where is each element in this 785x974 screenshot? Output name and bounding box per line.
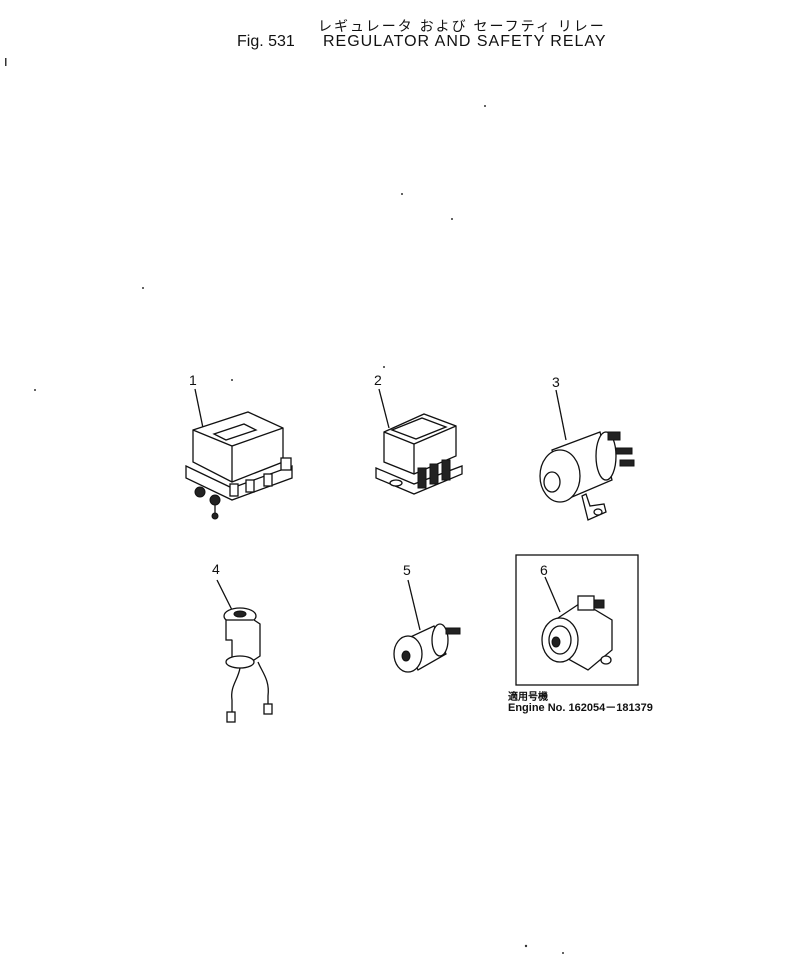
callout-4: 4 (212, 561, 220, 577)
part-3-safety-relay (539, 389, 635, 521)
part-5-small-relay (393, 579, 461, 673)
applicability-label: 適用号機 (508, 692, 548, 703)
part-1-regulator (185, 388, 293, 520)
callout-5: 5 (403, 562, 411, 578)
title-japanese: レギュレータ および セーフティ リレー (318, 18, 606, 34)
callout-1: 1 (189, 372, 197, 388)
engine-number-range: Engine No. 162054－181379 (508, 702, 653, 714)
part-4-solenoid (216, 579, 273, 723)
callout-6: 6 (540, 562, 548, 578)
figure-title: REGULATOR AND SAFETY RELAY (323, 33, 607, 50)
scan-specks (5, 58, 564, 954)
callout-3: 3 (552, 374, 560, 390)
figure-number: Fig. 531 (237, 33, 295, 50)
callout-2: 2 (374, 372, 382, 388)
part-6-relay-boxed (515, 554, 639, 686)
part-2-relay (375, 388, 463, 495)
